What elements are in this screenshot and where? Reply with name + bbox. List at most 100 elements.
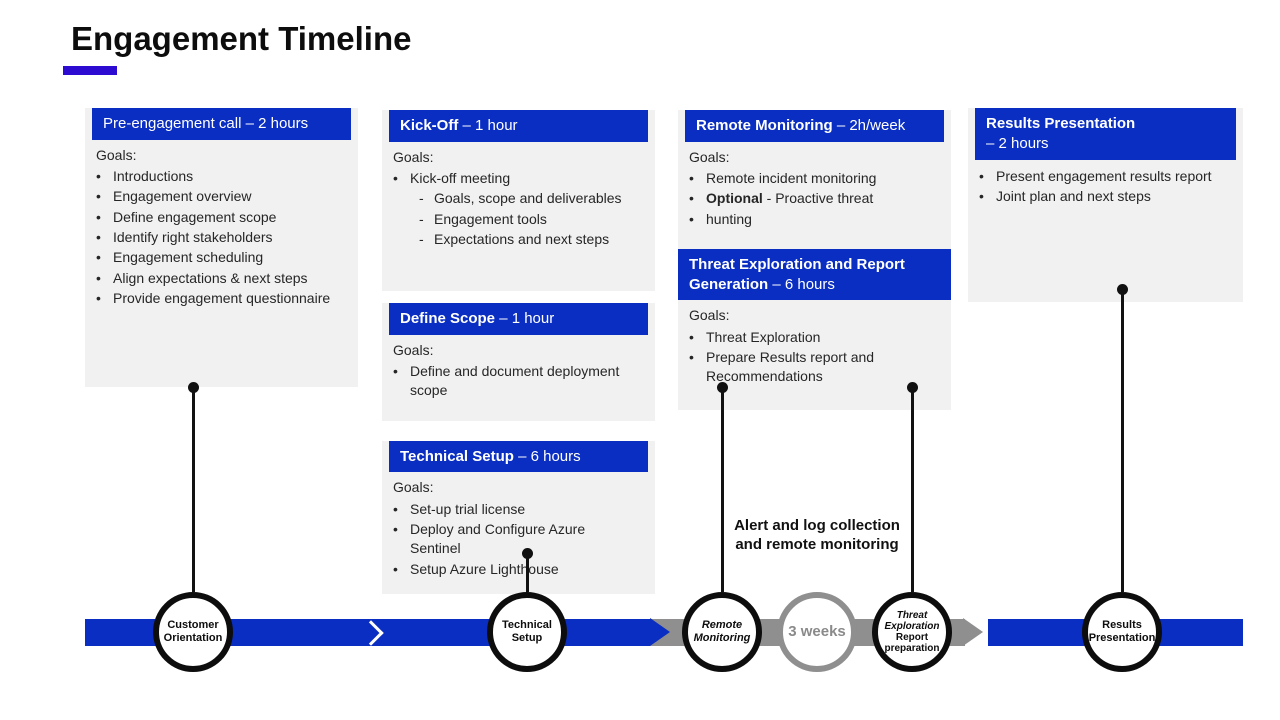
bullet-item: • Provide engagement questionnaire [96,289,340,308]
bullet-rest-text: Engagement overview [113,188,252,205]
card-body: •Present engagement results report•Joint… [968,160,1243,302]
goals-label: Goals: [393,148,434,165]
bullet-text: Engagement overview [113,187,252,206]
bullet-item: •Engagement scheduling [96,248,340,267]
goals-label: Goals: [689,307,730,324]
bullet-rest-text: - Proactive threat [762,190,874,207]
gray-arrow-tip-icon [963,618,983,646]
bullet-item: •Joint plan and next steps [979,187,1225,206]
card-header-bold-text: Technical Setup [400,447,514,465]
bullet-rest-text: Deploy and Configure Azure Sentinel [410,521,586,557]
bullet-rest-text: Joint plan and next steps [996,187,1151,204]
bullet-marker-icon: • [96,289,101,306]
bullet-item: •Align expectations & next steps [96,269,340,288]
bullet-text: Set-up trial license [410,500,525,519]
node-label-text: Customer Orientation [163,619,223,644]
bullet-marker-icon: • [96,229,101,246]
bullet-rest-text: Introductions [113,168,194,185]
card-body: Goals:•Set-up trial license•Deploy and C… [382,472,655,594]
page-title: Engagement Timeline [71,20,412,57]
bullet-item: • Engagement overview [96,187,340,206]
bullet-rest-text: Threat Exploration [706,328,821,345]
card-header-bold-text: Define Scope [400,309,496,327]
card-header-rest-text: – 6 hours [513,447,581,465]
bullet-item: • Prepare Results report and Recommendati… [689,348,933,387]
bullet-text: Joint plan and next steps [996,187,1151,206]
bullet-marker-icon: • [689,190,694,207]
card-body: Goals: • Threat Exploration • Prepare Result… [678,300,951,410]
connector-line [525,553,529,592]
bullet-item: • Kick-off meeting [393,169,637,188]
bullet-marker-icon: • [96,249,101,266]
bullet-text: Align expectations & next steps [113,269,308,288]
bullet-text: Engagement tools [434,210,547,229]
remote-monitoring-node: Remote Monitoring [682,592,762,672]
bullet-rest-text: Kick-off meeting [410,170,511,187]
card-header: Pre-engagement call – 2 hours [92,108,351,140]
bullet-marker-icon: • [393,560,398,577]
card-header-rest-text: – 1 hour [458,117,518,134]
bullet-rest-text: Set-up trial license [410,500,526,517]
bullet-text: Deploy and Configure Azure Sentinel [410,520,637,559]
bullet-rest-text: Goals, scope and deliverables [434,190,622,207]
bullet-item: • Set-up trial license [393,500,637,519]
node-label-text: Results Presentation [1088,619,1156,644]
bullet-marker-icon: • [96,168,101,185]
node-label-italic-text: Remote Monitoring [693,619,751,644]
bullet-text: Provide engagement questionnaire [113,289,330,308]
node-label: Remote Monitoring [690,619,754,644]
bullet-rest-text: Define engagement scope [113,208,277,225]
card-header-rest-text: – 2h/week [832,117,906,134]
bullet-marker-icon: • [96,188,101,205]
bullet-marker-icon: • [689,210,694,227]
bullet-bold-text: Optional [706,190,763,207]
bullet-rest-text: Setup Azure Lighthouse [410,560,559,577]
bullet-marker-icon: • [393,170,398,187]
card-header: Technical Setup – 6 hours [389,440,648,473]
bullet-text: Present engagement results report [996,167,1212,186]
node-label-italic-text: Threat Exploration [884,609,940,632]
bullet-text: Prepare Results report and Recommendatio… [706,348,933,387]
bullet-item: • Optional - Proactive threat [689,189,933,208]
card-header: Remote Monitoring – 2h/week [685,110,944,142]
bullet-item: • Identify right stakeholders [96,228,340,247]
node-label-text: 3 weeks [788,623,846,641]
node-label: Customer Orientation [161,619,225,644]
bullet-item: • Introductions [96,167,340,186]
card-body: Goals: • Kick-off meeting -Goals, scope and… [382,142,655,291]
bullet-text: Remote incident monitoring [706,169,876,188]
connector-line [910,387,914,592]
bullet-item: • Define engagement scope [96,208,340,227]
bullet-marker-icon: • [393,521,398,538]
bullet-item: • hunting [689,210,933,229]
card-header: Results Presentation– 2 hours [975,108,1236,160]
bullet-marker-icon: • [96,208,101,225]
card-header: Define Scope – 1 hour [389,302,648,335]
bullet-marker-icon: • [393,362,398,379]
card-body: Goals:•Define and document deployment sc… [382,335,655,421]
bullet-text: Identify right stakeholders [113,228,273,247]
customer-orientation-node: Customer Orientation [153,592,233,672]
card-header-rest-text: Pre-engagement call – 2 hours [103,115,309,132]
card-body: Goals:•Introductions•Engagement overview… [85,140,358,387]
bullet-item: • Threat Exploration [689,328,933,347]
sub-bullet-marker-icon: - [419,210,424,227]
bullet-rest-text: Prepare Results report and Recommendatio… [706,349,875,385]
bullet-marker-icon: • [689,328,694,345]
bullet-rest-text: hunting [706,210,752,227]
bullet-rest-text: Expectations and next steps [434,231,610,248]
bullet-text: Define engagement scope [113,208,276,227]
bullet-item: -Engagement tools [419,210,637,229]
bullet-item: •Define and document deployment scope [393,362,637,401]
bullet-marker-icon: • [689,349,694,366]
bullet-marker-icon: • [689,170,694,187]
bullet-item: -Expectations and next steps [419,230,637,249]
bullet-marker-icon: • [393,500,398,517]
card-header-bold-text: Remote Monitoring [696,117,833,134]
results-presentation-card: Results Presentation– 2 hours•Present en… [968,108,1243,302]
card-column: Results Presentation– 2 hours•Present en… [968,108,1243,302]
